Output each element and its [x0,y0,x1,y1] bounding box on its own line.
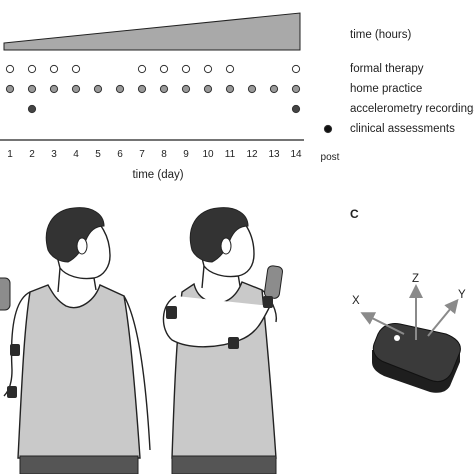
schedule-dot [5,64,15,74]
hair-left [45,207,105,263]
day-tick-label: 7 [139,149,145,160]
day-tick-label: 2 [29,149,35,160]
day-tick-label: 14 [290,149,302,160]
day-tick-label: 11 [225,149,236,160]
legend-accelerometry-recordings: accelerometry recordings [350,103,474,115]
shorts-left [19,455,139,474]
sensor-wrist-right [263,296,273,308]
schedule-dot [137,64,147,74]
phone-left [0,277,11,311]
schedule-dot [269,84,279,94]
day-tick-label: 12 [246,149,258,160]
day-tick-label: 9 [183,149,189,160]
schedule-dot [49,64,59,74]
schedule-dot [137,84,147,94]
schedule-dot [49,84,59,94]
schedule-dot [27,104,37,114]
day-tick-label: 6 [117,149,123,160]
schedule-dot [323,124,333,134]
timeline-panel: time (hours) formal therapy home practic… [0,12,474,181]
ear-right [220,237,232,255]
schedule-dot [291,104,301,114]
day-tick-label: 1 [7,149,13,160]
sensor-wrist-left [10,344,20,356]
schedule-dot [5,84,15,94]
schedule-dot [27,84,37,94]
sensor-upperarm-left [7,386,17,398]
panel-c: C Z X Y [350,207,466,393]
hair-right [189,207,249,263]
legend-formal-therapy: formal therapy [350,63,424,75]
schedule-dot [203,64,213,74]
schedule-dot [159,84,169,94]
schedule-dot [203,84,213,94]
ear-left [76,237,88,255]
time-hours-label: time (hours) [350,29,412,41]
person-left [0,207,151,474]
schedule-dot [225,64,235,74]
time-hours-wedge [3,12,301,51]
schedule-dot [181,64,191,74]
day-tick-label: 5 [95,149,101,160]
schedule-dot [115,84,125,94]
day-tick-label: post [321,152,340,163]
arm-right [123,295,151,451]
legend-clinical-assessments: clinical assessments [350,123,455,135]
tank-top-left [17,284,141,459]
schedule-dot [93,84,103,94]
axis-x-arrow [360,312,405,335]
day-tick-label: 4 [73,149,79,160]
phone-right [263,265,284,299]
schedule-dot [71,64,81,74]
schedule-dots [5,64,333,134]
x-axis-title: time (day) [132,169,183,181]
legend-home-practice: home practice [350,83,422,95]
day-tick-label: 3 [51,149,57,160]
person-right [162,207,284,474]
shorts-right [171,455,277,474]
schedule-dot [247,84,257,94]
sensor-elbow-right [228,337,239,349]
schedule-dot [291,64,301,74]
axis-x-label: X [352,295,360,307]
day-tick-label: 10 [202,149,214,160]
day-tick-label: 13 [268,149,280,160]
schedule-dot [71,84,81,94]
schedule-dot [27,64,37,74]
schedule-dot [291,84,301,94]
schedule-dot [159,64,169,74]
sensor-led [394,335,400,341]
schedule-dot [225,84,235,94]
axis-y-arrow [427,298,459,337]
sensor-upperarm-right [166,306,177,319]
schedule-dot [181,84,191,94]
arm-raised-right [162,295,271,348]
axis-y-label: Y [458,289,466,301]
day-tick-label: 8 [161,149,167,160]
axis-z-label: Z [412,273,419,285]
panel-c-label: C [350,207,359,221]
